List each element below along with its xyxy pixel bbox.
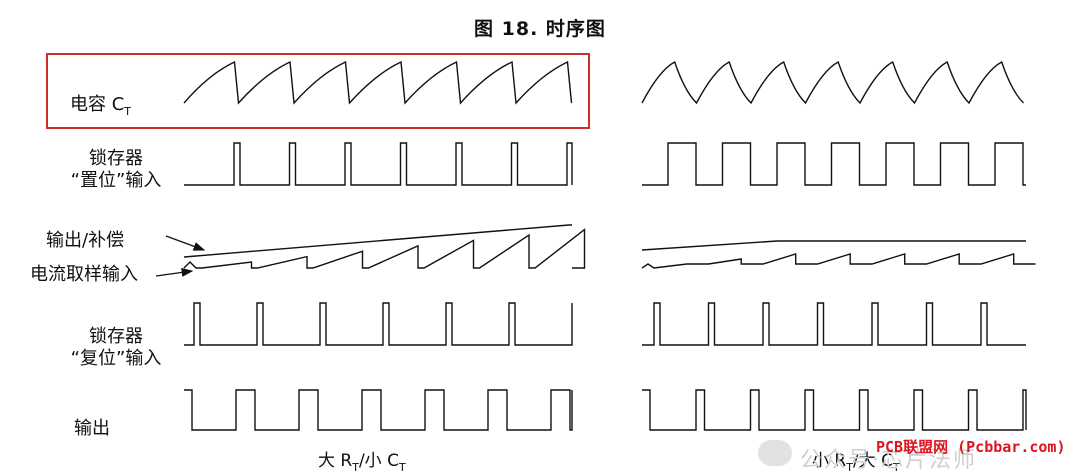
arrow-to-current-sense	[155, 267, 194, 277]
label-latch-set: 锁存器 “置位”输入	[46, 148, 186, 192]
label-current-sense: 电流取样输入	[30, 264, 138, 285]
latch-set-waveform-left	[184, 142, 573, 186]
ct-waveform-right	[641, 60, 1024, 105]
label-output: 输出	[74, 418, 110, 439]
label-output-compensation: 输出/补偿	[46, 230, 125, 251]
caption-left: 大 RT/小 CT	[318, 446, 406, 474]
compensation-line-right	[641, 240, 1026, 251]
arrow-to-compensation	[165, 235, 206, 251]
highlight-box	[46, 53, 590, 129]
ct-waveform-left	[183, 60, 573, 105]
label-latch-reset-line1: 锁存器	[89, 326, 143, 347]
label-ct-sub: T	[124, 105, 132, 118]
wechat-logo-icon	[758, 440, 792, 466]
figure-title: 图 18. 时序图	[474, 18, 606, 40]
latch-reset-waveform-right	[642, 302, 1026, 346]
caption-left-main: 大 R	[318, 451, 353, 471]
output-waveform-right	[642, 389, 1027, 431]
current-sense-waveform-left	[183, 228, 586, 269]
label-latch-set-line2: “置位”输入	[70, 170, 162, 191]
label-latch-reset-line2: “复位”输入	[70, 348, 162, 369]
compensation-line-left	[183, 224, 572, 258]
label-latch-set-line1: 锁存器	[89, 148, 143, 169]
caption-left-sub2: T	[398, 461, 406, 474]
latch-set-waveform-right	[642, 142, 1026, 186]
current-sense-waveform-right	[641, 253, 1036, 269]
watermark-site: PCB联盟网 (Pcbbar.com)	[876, 438, 1066, 456]
caption-left-mid: /小 C	[358, 451, 399, 471]
latch-reset-waveform-left	[184, 302, 573, 346]
label-capacitor-ct: 电容 CT	[70, 94, 131, 118]
timing-waveforms	[155, 60, 1036, 431]
output-waveform-left	[184, 389, 573, 431]
caption-left-sub: T	[352, 461, 359, 474]
label-latch-reset: 锁存器 “复位”输入	[46, 326, 186, 370]
label-ct-main: 电容 C	[70, 94, 125, 115]
